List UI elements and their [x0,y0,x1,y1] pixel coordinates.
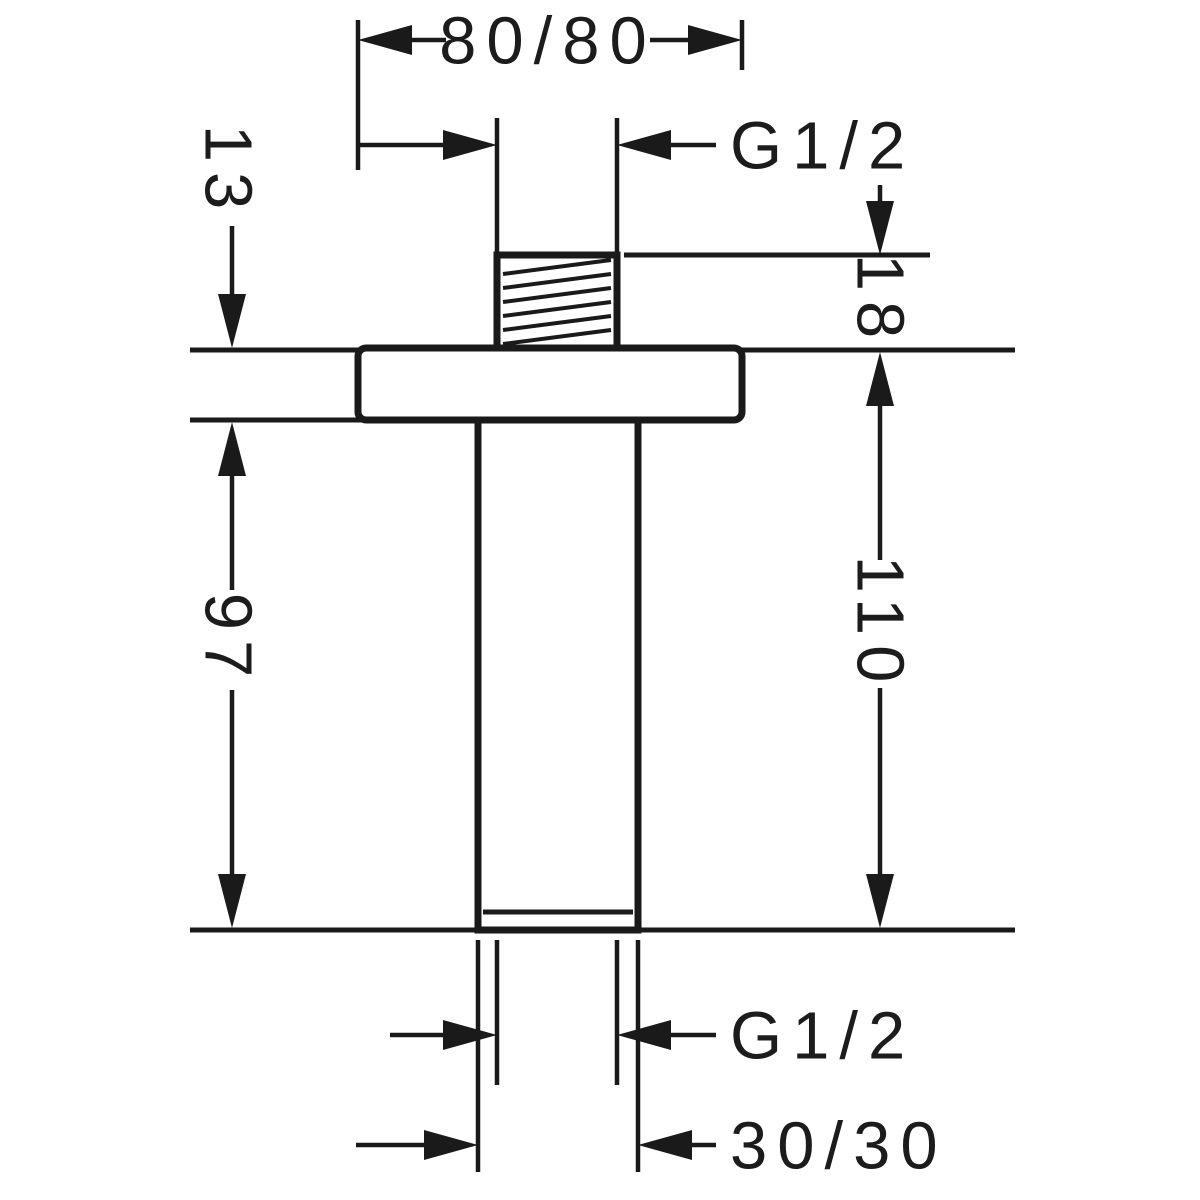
arrowhead-left-icon [617,130,671,160]
arrowhead-right-icon [688,25,742,55]
dimension-thread-bottom: G1/2 [390,998,915,1073]
arrowhead-left-icon [617,1020,671,1050]
thread-hatching [502,258,612,346]
dim-label-pipe-profile: 30/30 [730,1108,948,1183]
thread-hatch-line [502,300,612,318]
arrowhead-left-icon [358,25,412,55]
dimension-pipe-profile: 30/30 [356,1108,948,1183]
dimension-thread-length: 18 [843,185,918,348]
thread-hatch-line [502,272,612,290]
dim-label-pipe-exposed-length: 97 [191,593,266,688]
dim-label-thread-bottom: G1/2 [730,998,915,1073]
bottom-extension-lines [475,940,641,1172]
dimension-thread-top: G1/2 [358,108,915,252]
arrowhead-left-icon [638,1130,692,1160]
dim-label-flange-height: 13 [191,125,266,220]
arrowhead-up-icon [866,352,894,406]
thread-hatch-line [502,328,612,346]
dim-label-thread-top: G1/2 [730,108,915,183]
dimension-overall-projection: 110 [843,352,918,928]
thread-hatch-line [502,314,612,332]
dim-label-overall-projection: 110 [843,556,918,693]
arrowhead-right-icon [443,130,497,160]
arrowhead-down-icon [866,874,894,928]
arrowhead-right-icon [424,1130,478,1160]
dim-label-flange-width: 80/80 [439,3,657,78]
drop-pipe-outline [474,416,642,934]
ceiling-flange-outline [354,344,746,424]
thread-hatch-line [502,286,612,304]
arrowhead-right-icon [443,1020,497,1050]
dimension-pipe-exposed-length: 97 [191,422,266,928]
dim-label-thread-length: 18 [843,254,918,349]
fixture-body [354,251,746,934]
dimension-flange-height: 13 [191,125,266,348]
arrowhead-up-icon [218,422,246,476]
dimension-flange-width: 80/80 [355,3,745,170]
thread-hatch-line [502,258,612,276]
arrowhead-down-icon [218,874,246,928]
arrowhead-down-icon [866,201,894,255]
arrowhead-down-icon [218,294,246,348]
